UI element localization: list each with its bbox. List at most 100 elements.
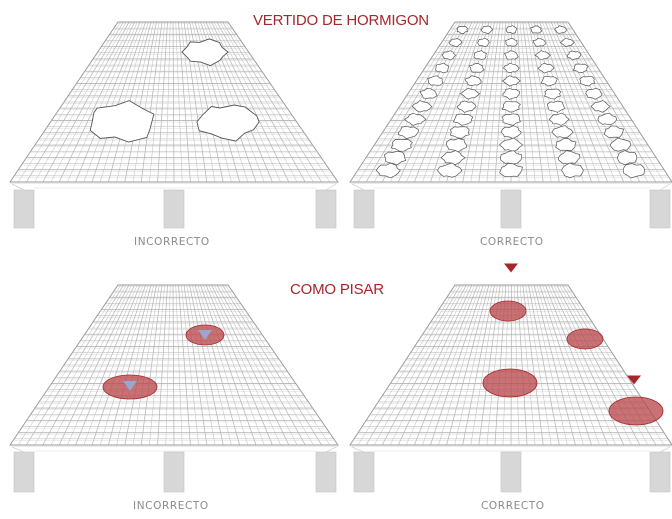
slab-outline [9, 21, 339, 183]
concrete-pile-icon [375, 162, 401, 179]
rebar-mesh-pisar-incorrecto [9, 284, 339, 447]
concrete-pile-icon [196, 104, 260, 142]
concrete-pile-icon [427, 75, 444, 86]
support-column [649, 189, 671, 229]
rebar-longitudinal [214, 284, 298, 446]
caption-pisar-incorrecto: INCORRECTO [133, 500, 209, 512]
concrete-pile-icon [465, 75, 482, 86]
rebar-longitudinal [140, 284, 163, 446]
rebar-longitudinal [172, 284, 175, 446]
rebar-longitudinal [430, 21, 484, 183]
rebar-longitudinal [75, 21, 141, 183]
rebar-longitudinal [397, 284, 473, 446]
rebar-longitudinal [34, 21, 127, 183]
rebar-longitudinal [365, 284, 461, 446]
concrete-pile-icon [505, 37, 518, 47]
concrete-pile-icon [585, 87, 603, 100]
concrete-pile-icon [590, 100, 611, 113]
concrete-pile-icon [456, 26, 468, 34]
beam-edge [351, 446, 365, 453]
concrete-pile-icon [435, 62, 450, 74]
concrete-pile-icon [609, 137, 632, 152]
concrete-pile-icon [622, 163, 645, 179]
beam-edge [11, 446, 25, 453]
concrete-pile-icon [89, 100, 155, 143]
concrete-pile-icon [411, 100, 433, 113]
concrete-pile-icon [503, 62, 520, 74]
caption-vertido-correcto: CORRECTO [480, 236, 544, 248]
rebar-longitudinal [178, 21, 191, 183]
rebar-longitudinal [545, 21, 608, 183]
concrete-pile-icon [419, 87, 438, 99]
support-column [315, 189, 337, 229]
concrete-pile-icon [617, 150, 638, 166]
rebar-longitudinal [83, 284, 143, 446]
rebar-longitudinal [562, 21, 657, 183]
rebar-longitudinal [548, 21, 616, 183]
rebar-longitudinal [454, 284, 492, 446]
rebar-longitudinal [536, 284, 584, 446]
rebar-longitudinal [462, 284, 495, 446]
concrete-pile-icon [456, 100, 477, 113]
concrete-pile-icon [561, 162, 584, 179]
concrete-pile-icon [506, 25, 517, 34]
rebar-longitudinal [208, 284, 281, 446]
concrete-pile-icon [499, 137, 524, 152]
caption-pisar-correcto: CORRECTO [481, 500, 545, 512]
concrete-pile-icon [554, 25, 568, 34]
concrete-pile-icon [468, 63, 485, 73]
concrete-pile-icon [558, 150, 581, 165]
rebar-longitudinal [528, 284, 560, 446]
rebar-longitudinal [132, 284, 160, 446]
beam-edge [351, 183, 365, 191]
rebar-longitudinal [58, 284, 135, 446]
rebar-longitudinal [67, 284, 138, 446]
support-column [163, 189, 185, 229]
concrete-pile-icon [449, 38, 463, 48]
concrete-pile-icon [501, 113, 521, 126]
rebar-longitudinal [58, 21, 135, 183]
rebar-longitudinal [178, 284, 191, 446]
rebar-longitudinal [157, 284, 168, 446]
rebar-longitudinal [26, 284, 124, 446]
concrete-pile-icon [547, 100, 565, 113]
rebar-longitudinal [192, 284, 232, 446]
rebar-longitudinal [116, 284, 154, 446]
concrete-pile-icon [501, 101, 521, 113]
rebar-longitudinal [531, 284, 568, 446]
rebar-longitudinal [564, 21, 665, 183]
rebar-longitudinal [525, 284, 552, 446]
rebar-longitudinal [414, 21, 478, 183]
rebar-longitudinal [406, 284, 475, 446]
concrete-pile-icon [446, 138, 467, 153]
concrete-pile-icon [529, 25, 543, 34]
rebar-longitudinal [42, 284, 130, 446]
section-title-como-pisar: COMO PISAR [290, 281, 384, 298]
support-column [163, 451, 185, 493]
rebar-longitudinal [381, 284, 467, 446]
footprint-zone-icon [482, 368, 538, 398]
beam-edge [659, 183, 671, 191]
slab-outline [349, 21, 672, 183]
rebar-longitudinal [189, 284, 224, 446]
concrete-pile-icon [579, 75, 596, 87]
rebar-longitudinal [470, 21, 498, 183]
rebar-longitudinal [406, 21, 475, 183]
rebar-longitudinal [83, 21, 143, 183]
rebar-longitudinal [211, 284, 290, 446]
beam-edge [11, 183, 25, 191]
concrete-pile-icon [534, 50, 551, 61]
concrete-pile-icon [398, 125, 419, 139]
support-frame-vertido-incorrecto [11, 183, 337, 229]
rebar-longitudinal [26, 21, 124, 183]
rebar-longitudinal [397, 21, 473, 183]
rebar-longitudinal [550, 284, 625, 446]
rebar-longitudinal [216, 284, 306, 446]
beam-edge [325, 446, 337, 453]
rebar-longitudinal [50, 284, 132, 446]
support-frame-pisar-incorrecto [11, 446, 337, 493]
concrete-pile-icon [437, 162, 463, 178]
down-triangle-icon [198, 330, 212, 340]
